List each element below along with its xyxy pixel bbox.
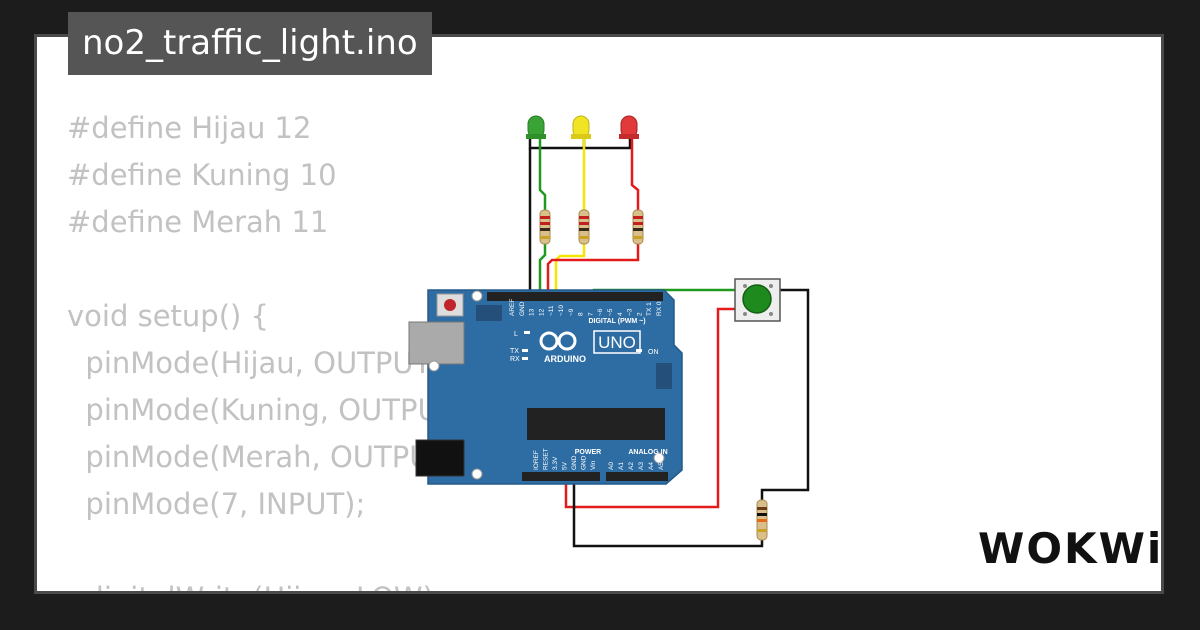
code-line: digitalWrite(Hijau, LOW); (67, 575, 478, 591)
pin-label: A0 (608, 462, 615, 470)
pin-label: A4 (648, 462, 655, 470)
code-line: void setup() { (67, 299, 269, 333)
wire-button-res (760, 288, 810, 500)
code-line: #define Hijau 12 (67, 111, 312, 145)
pin-label: ~3 (627, 308, 634, 316)
wire-red-board (546, 242, 640, 298)
analog-label: ANALOG IN (628, 449, 667, 456)
digital-header (487, 292, 663, 301)
pin-label: A2 (628, 462, 635, 470)
pin-label: 2 (636, 312, 643, 316)
wire-yellow-board (554, 242, 586, 298)
resistor-yellow[interactable] (578, 209, 590, 245)
pin-label: 8 (578, 312, 585, 316)
wire-red-led (630, 138, 640, 212)
pin-label: A5 (658, 462, 665, 470)
resistor-red[interactable] (632, 209, 644, 245)
file-title: no2_traffic_light.ino (68, 12, 432, 75)
pin-label: 3.3V (552, 456, 559, 470)
power-jack (415, 439, 465, 477)
push-button[interactable] (734, 278, 781, 322)
pin-label: GND (571, 455, 578, 470)
pin-label: 7 (587, 312, 594, 316)
pin-label: GND (581, 455, 588, 470)
digital-label: DIGITAL (PWM ~) (588, 318, 645, 325)
pin-label: A1 (618, 462, 625, 470)
pin-label: ~10 (558, 305, 565, 316)
pin-label: TX 1 (646, 302, 653, 316)
code-line: pinMode(7, INPUT); (67, 487, 366, 521)
pin-label: RESET (543, 448, 550, 470)
usb-connector (408, 321, 465, 365)
pin-label: ~9 (568, 308, 575, 316)
pin-label: 5V (562, 461, 569, 470)
analog-header (606, 472, 668, 481)
pin-label: ~5 (607, 308, 614, 316)
pin-label: RX 0 (656, 301, 663, 316)
arduino-logo-icon (539, 331, 577, 351)
board-brand-label: ARDUINO (544, 354, 586, 364)
pin-label: 4 (617, 312, 624, 316)
wire-res-gnd (572, 476, 764, 548)
wire-led-gnd (528, 138, 632, 150)
rx-label: RX (510, 356, 520, 363)
power-header (522, 472, 600, 481)
code-line: #define Kuning 10 (67, 158, 337, 192)
pin-label: AREF (509, 299, 516, 316)
pin-label: A3 (638, 462, 645, 470)
arduino-uno-board[interactable]: UNO ARDUINO DIGITAL (PWM ~) POWER ANALOG… (408, 289, 683, 485)
wire-button-5v (564, 307, 735, 509)
led-green[interactable] (526, 115, 546, 139)
wokwi-logo: WOKWi (978, 524, 1164, 573)
wire-green-led (538, 138, 547, 212)
pin-label: GND (519, 301, 526, 316)
led-red[interactable] (619, 115, 639, 139)
led-yellow[interactable] (571, 115, 591, 139)
resistor-green[interactable] (539, 209, 551, 245)
pin-label: 13 (529, 308, 536, 316)
pin-label: 12 (538, 308, 545, 316)
pin-label: ~6 (597, 308, 604, 316)
on-label: ON (648, 349, 659, 356)
microcontroller-chip (527, 408, 665, 440)
reset-button[interactable] (436, 293, 464, 317)
code-line: #define Merah 11 (67, 205, 329, 239)
resistor-pulldown[interactable] (756, 499, 768, 541)
tx-label: TX (510, 348, 519, 355)
canvas-card: #define Hijau 12 #define Kuning 10 #define… (34, 34, 1164, 594)
board-model-label: UNO (598, 333, 636, 352)
l-label: L (514, 331, 518, 338)
pin-label: Vin (590, 460, 597, 470)
pin-label: ~11 (548, 305, 555, 316)
wire-green-board (538, 242, 547, 298)
pin-label: IOREF (533, 450, 540, 470)
power-label: POWER (575, 449, 601, 456)
